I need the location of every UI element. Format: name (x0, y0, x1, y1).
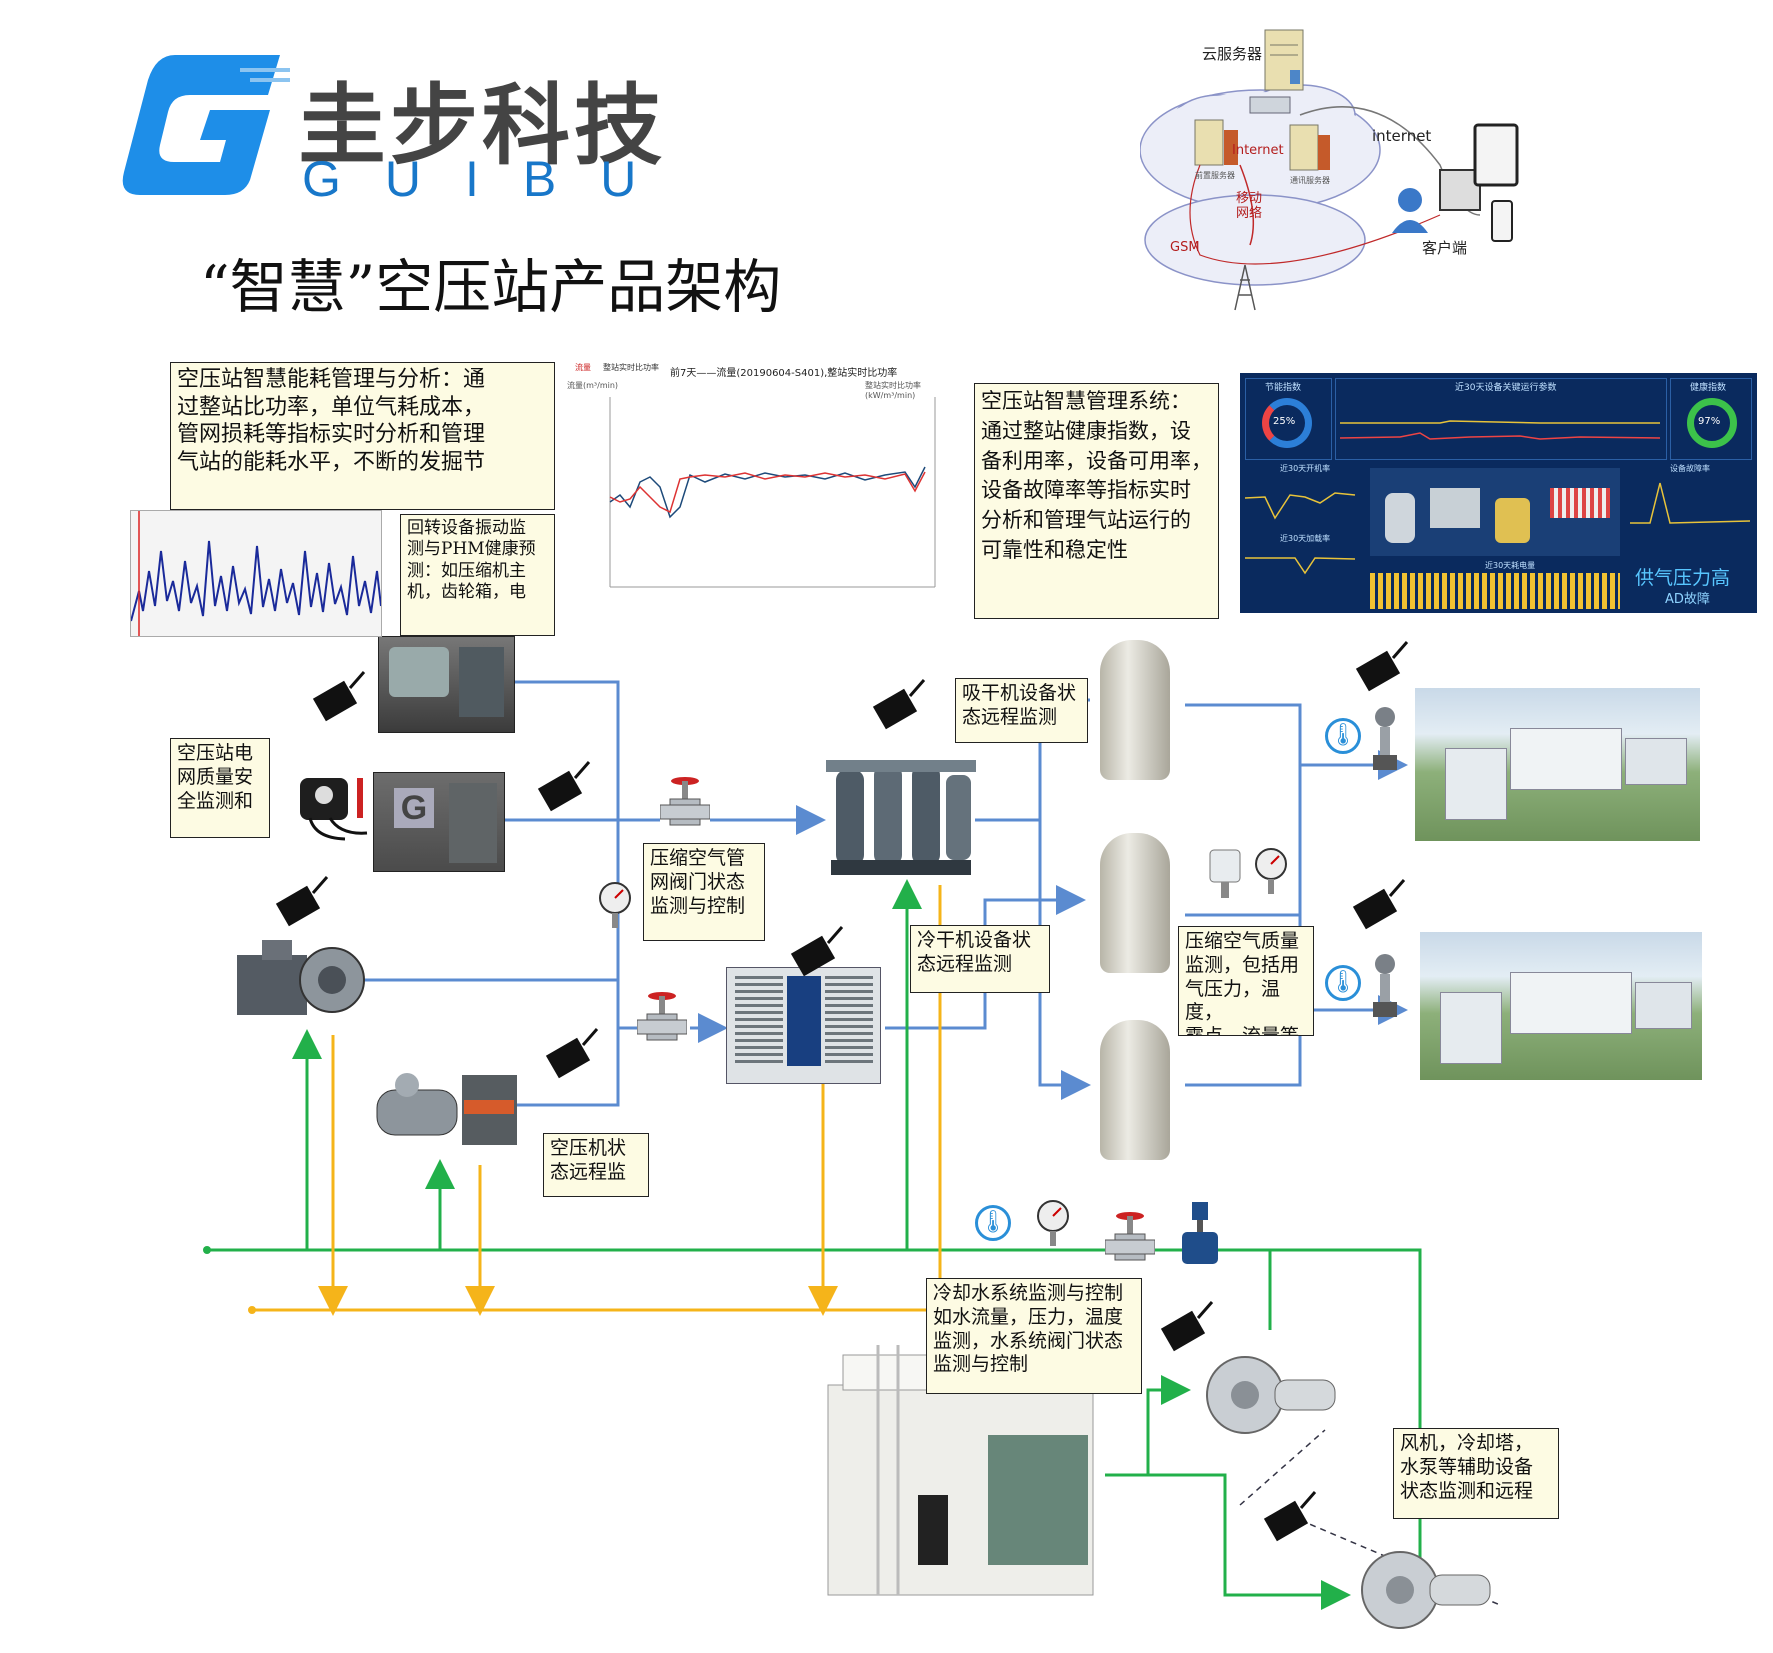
wireless-sensor-icon (537, 760, 595, 814)
network-diagram: 云服务器 Internet 前置服务器 通讯服务器 移动网络 GSM inter… (1139, 15, 1560, 315)
internet-cloud-label: Internet (1232, 143, 1284, 158)
wireless-sensor-icon (312, 670, 370, 724)
wireless-sensor-icon (545, 1027, 603, 1081)
gsm-label: GSM (1170, 240, 1200, 255)
mobile-net-label: 移动网络 (1236, 191, 1263, 221)
wireless-sensor-icon (1160, 1300, 1218, 1354)
note-energy-management: 空压站智慧能耗管理与分析：通 过整站比功率，单位气耗成本， 管网损耗等指标实时分… (170, 362, 555, 510)
left-axis-label: 流量(m³/min) (567, 381, 619, 390)
electromagnetic-flow-meter (1180, 1200, 1220, 1270)
pressure-gauge-3 (1253, 846, 1289, 896)
water-cooled-compressor (372, 1065, 522, 1150)
valve-cooling (1104, 1210, 1156, 1270)
chart-title: 前7天——流量(20190604-S401),整站实时比功率 (670, 368, 898, 379)
fault-rate-label: 设备故障率 (1670, 464, 1710, 473)
health-index-label: 健康指数 (1690, 383, 1727, 393)
wireless-sensor-icon (790, 925, 848, 979)
flow-meter (1370, 952, 1400, 1022)
energy-index-value: 25% (1273, 416, 1296, 427)
water-pump-1 (1190, 1335, 1340, 1445)
note-refrigerated-dryer: 冷干机设备状 态远程监测 (910, 925, 1050, 993)
note-vibration-monitoring: 回转设备振动监 测与PHM健康预 测：如压缩机主 机，齿轮箱，电 (400, 514, 555, 636)
brand-name-en: GUIBU (302, 151, 681, 207)
air-tank-3 (1100, 1020, 1170, 1160)
energy-index-gauge (1262, 398, 1312, 448)
wireless-sensor-icon (275, 875, 333, 929)
centrifugal-compressor (232, 935, 372, 1025)
pressure-gauge-2 (1035, 1198, 1071, 1248)
note-air-quality: 压缩空气质量 监测，包括用 气压力，温度， 露点，流量等 (1178, 926, 1314, 1036)
note-management-system: 空压站智慧管理系统： 通过整站健康指数，设 备利用率，设备可用率， 设备故障率等… (974, 383, 1219, 619)
trend-panel-title: 近30天设备关键运行参数 (1455, 383, 1557, 393)
screw-compressor-2: G (373, 772, 505, 872)
valve-upper (659, 775, 711, 835)
thermometer-icon: 🌡 (975, 1205, 1011, 1241)
wireless-sensor-icon (1355, 640, 1413, 694)
thermometer-icon: 🌡 (1325, 718, 1361, 754)
note-compressor: 空压机状 态远程监 (543, 1133, 649, 1197)
power-quality-meter (295, 773, 375, 843)
alarm-ad-fault: AD故障 (1665, 592, 1710, 607)
alarm-pressure-high: 供气压力高 (1635, 567, 1731, 589)
water-pump-2 (1345, 1530, 1495, 1640)
note-power-quality: 空压站电 网质量安 全监测和 (170, 738, 270, 838)
pressure-gauge-1 (597, 880, 633, 930)
energy-use-bars (1370, 573, 1620, 609)
wireless-sensor-icon (1352, 878, 1410, 932)
brand-logo (120, 50, 290, 200)
legend-flow: 流量 (575, 363, 591, 372)
note-cooling-water: 冷却水系统监测与控制 如水流量，压力，温度 监测，水系统阀门状态 监测与控制 (926, 1278, 1142, 1394)
health-index-value: 97% (1698, 416, 1721, 427)
wireless-sensor-icon (872, 678, 930, 732)
note-pipe-valve: 压缩空气管 网阀门状态 监测与控制 (643, 843, 765, 941)
health-index-gauge (1687, 398, 1737, 448)
flow-meter (1370, 705, 1400, 775)
run-rate-label: 近30天开机率 (1280, 464, 1331, 473)
note-adsorption-dryer: 吸干机设备状 态远程监测 (955, 678, 1088, 743)
g-logo-plate: G (394, 788, 434, 828)
cloud-server-label: 云服务器 (1202, 45, 1263, 63)
load-rate-label: 近30天加载率 (1280, 534, 1331, 543)
monitoring-dashboard: 节能指数 25% 近30天设备关键运行参数 健康指数 97% 近30天开机率 近… (1240, 373, 1757, 613)
refrigerated-dryer (726, 967, 881, 1084)
wireless-sensor-icon (1263, 1490, 1321, 1544)
right-axis-label: 整站实时比功率(kW/m³/min) (865, 381, 921, 400)
sub-server-left-label: 前置服务器 (1195, 171, 1235, 180)
brand-name-cn: 圭步科技 (298, 74, 667, 177)
page-title: “智慧”空压站产品架构 (200, 253, 782, 321)
factory-image-1 (1415, 688, 1700, 841)
adsorption-dryer (826, 755, 976, 880)
sub-server-right-label: 通讯服务器 (1290, 176, 1330, 185)
energy-use-label: 近30天耗电量 (1485, 561, 1536, 570)
air-tank-1 (1100, 640, 1170, 780)
screw-compressor-1 (378, 636, 515, 733)
energy-index-label: 节能指数 (1265, 383, 1302, 393)
factory-image-2 (1420, 932, 1702, 1080)
legend-power: 整站实时比功率 (603, 363, 659, 372)
air-tank-2 (1100, 833, 1170, 973)
client-label: 客户端 (1422, 239, 1468, 257)
thermometer-icon: 🌡 (1325, 965, 1361, 1001)
internet-link-label: internet (1372, 127, 1432, 145)
process-schematic (1370, 468, 1620, 556)
vibration-spectrum-plot (130, 510, 382, 637)
note-auxiliary-equipment: 风机，冷却塔， 水泵等辅助设备 状态监测和远程 (1393, 1428, 1559, 1519)
valve-lower (636, 990, 688, 1050)
dew-point-sensor (1205, 845, 1245, 900)
trend-chart: 前7天——流量(20190604-S401),整站实时比功率 流量 整站实时比功… (565, 362, 965, 617)
